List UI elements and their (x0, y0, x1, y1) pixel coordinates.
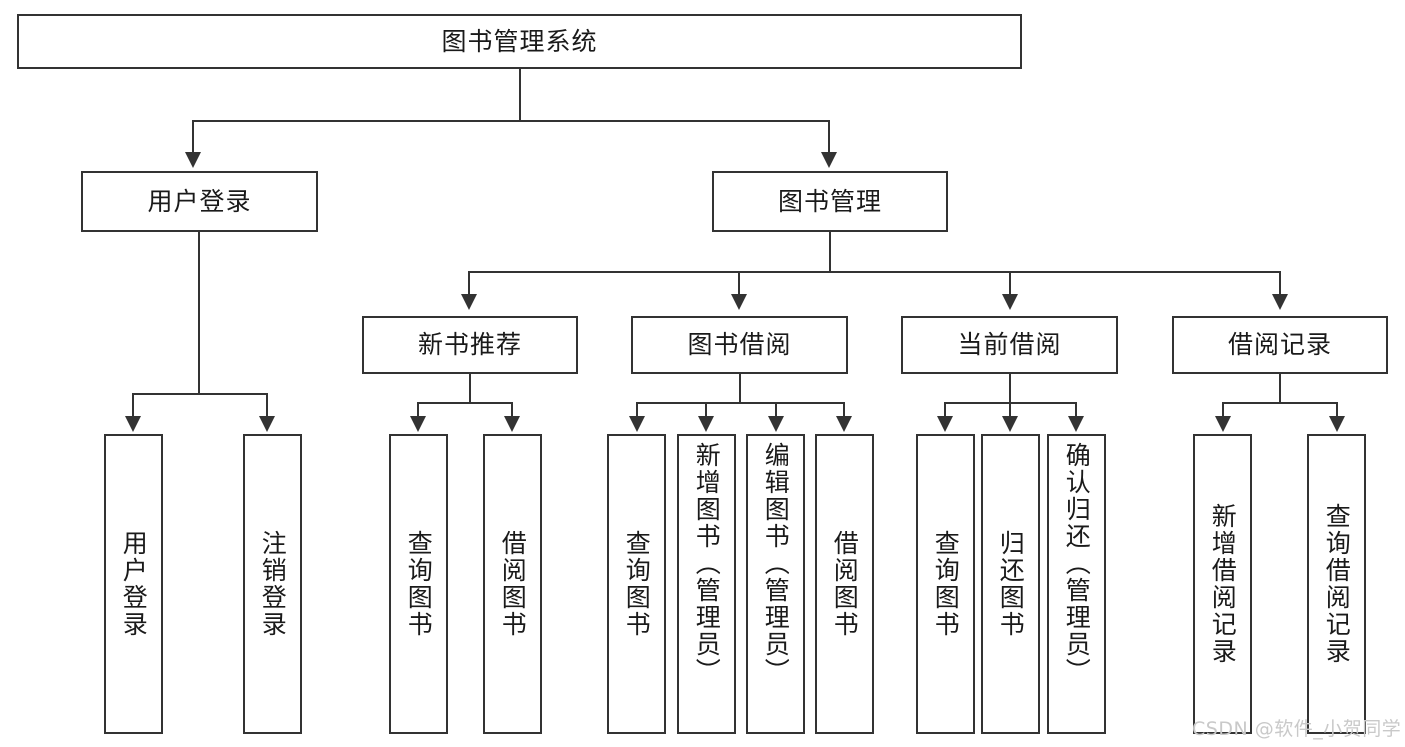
connector-to-user-login (192, 120, 194, 156)
arrowhead-leaf-query-book-1 (410, 416, 426, 432)
node-user-login: 用户登录 (81, 171, 318, 232)
node-label: 图书管理 (777, 186, 882, 216)
connector-book-borrow-drop-1 (636, 402, 638, 420)
connector-book-borrow-bus (636, 402, 845, 404)
connector-borrow-record-stem (1279, 374, 1281, 403)
leaf-label: 归还图书 (996, 530, 1026, 638)
arrowhead-leaf-add-record (1215, 416, 1231, 432)
leaf-node-borrow-book-2: 借阅图书 (815, 434, 874, 734)
arrowhead-leaf-confirm-return (1068, 416, 1084, 432)
connector-user-login-stem (198, 232, 200, 394)
arrowhead-leaf-borrow-book-2 (836, 416, 852, 432)
connector-new-book-drop-2 (511, 402, 513, 420)
leaf-node-query-book-3: 查询图书 (916, 434, 975, 734)
connector-new-book-bus (417, 402, 512, 404)
connector-user-login-drop-1 (132, 393, 134, 420)
connector-user-login-bus (132, 393, 267, 395)
leaf-node-query-book-1: 查询图书 (389, 434, 448, 734)
leaf-label: 借阅图书 (498, 530, 528, 638)
leaf-label: 编辑图书（管理员） (761, 442, 791, 685)
leaf-label: 借阅图书 (830, 530, 860, 638)
connector-user-login-drop-2 (266, 393, 268, 420)
connector-book-management-bus (468, 271, 1280, 273)
connector-book-borrow-stem (739, 374, 741, 403)
arrowhead-leaf-borrow-book-1 (504, 416, 520, 432)
leaf-node-query-record: 查询借阅记录 (1307, 434, 1366, 734)
leaf-node-add-record: 新增借阅记录 (1193, 434, 1252, 734)
node-label: 图书借阅 (687, 330, 792, 359)
arrowhead-leaf-query-record (1329, 416, 1345, 432)
arrowhead-leaf-edit-book (768, 416, 784, 432)
leaf-label: 新增图书（管理员） (692, 442, 722, 685)
node-label: 当前借阅 (957, 330, 1062, 359)
node-label: 用户登录 (147, 186, 252, 216)
arrowhead-to-borrow-record (1272, 294, 1288, 310)
connector-to-book-management (828, 120, 830, 156)
node-book-management: 图书管理 (712, 171, 948, 232)
connector-book-borrow-drop-4 (843, 402, 845, 420)
leaf-node-logout: 注销登录 (243, 434, 302, 734)
leaf-node-add-book: 新增图书（管理员） (677, 434, 736, 734)
connector-current-borrow-drop-3 (1075, 402, 1077, 420)
leaf-label: 查询图书 (931, 530, 961, 638)
arrowhead-leaf-return-book (1002, 416, 1018, 432)
node-borrow-record: 借阅记录 (1172, 316, 1388, 374)
arrowhead-leaf-query-book-2 (629, 416, 645, 432)
arrowhead-leaf-logout (259, 416, 275, 432)
leaf-node-edit-book: 编辑图书（管理员） (746, 434, 805, 734)
leaf-label: 查询图书 (404, 530, 434, 638)
leaf-node-borrow-book-1: 借阅图书 (483, 434, 542, 734)
node-book-borrow: 图书借阅 (631, 316, 848, 374)
connector-current-borrow-stem (1009, 374, 1011, 403)
connector-book-borrow-drop-2 (705, 402, 707, 420)
connector-root-stem (519, 69, 521, 121)
leaf-label: 查询图书 (622, 530, 652, 638)
arrowhead-to-book-management (821, 152, 837, 168)
connector-borrow-record-drop-2 (1336, 402, 1338, 420)
node-label: 借阅记录 (1227, 330, 1332, 359)
arrowhead-leaf-query-book-3 (937, 416, 953, 432)
leaf-node-return-book: 归还图书 (981, 434, 1040, 734)
arrowhead-to-book-borrow (731, 294, 747, 310)
arrowhead-leaf-user-login (125, 416, 141, 432)
arrowhead-to-new-book-recommend (461, 294, 477, 310)
node-root-system: 图书管理系统 (17, 14, 1022, 69)
leaf-node-user-login: 用户登录 (104, 434, 163, 734)
connector-current-borrow-drop-1 (944, 402, 946, 420)
arrowhead-to-user-login (185, 152, 201, 168)
connector-book-borrow-drop-3 (775, 402, 777, 420)
connector-new-book-drop-1 (417, 402, 419, 420)
leaf-label: 查询借阅记录 (1322, 503, 1352, 665)
connector-new-book-stem (469, 374, 471, 403)
node-label: 新书推荐 (417, 330, 522, 359)
node-new-book-recommend: 新书推荐 (362, 316, 578, 374)
connector-borrow-record-bus (1222, 402, 1337, 404)
connector-current-borrow-drop-2 (1009, 402, 1011, 420)
connector-to-current-borrow (1009, 271, 1011, 297)
leaf-label: 用户登录 (119, 530, 149, 638)
connector-to-new-book-recommend (468, 271, 470, 297)
node-current-borrow: 当前借阅 (901, 316, 1118, 374)
arrowhead-leaf-add-book (698, 416, 714, 432)
connector-book-management-stem (829, 232, 831, 272)
connector-to-book-borrow (738, 271, 740, 297)
node-label: 图书管理系统 (441, 26, 598, 56)
leaf-label: 注销登录 (258, 530, 288, 638)
leaf-node-confirm-return: 确认归还（管理员） (1047, 434, 1106, 734)
arrowhead-to-current-borrow (1002, 294, 1018, 310)
leaf-label: 确认归还（管理员） (1062, 442, 1092, 685)
connector-to-borrow-record (1279, 271, 1281, 297)
leaf-node-query-book-2: 查询图书 (607, 434, 666, 734)
connector-root-bus (192, 120, 830, 122)
connector-borrow-record-drop-1 (1222, 402, 1224, 420)
leaf-label: 新增借阅记录 (1208, 503, 1238, 665)
